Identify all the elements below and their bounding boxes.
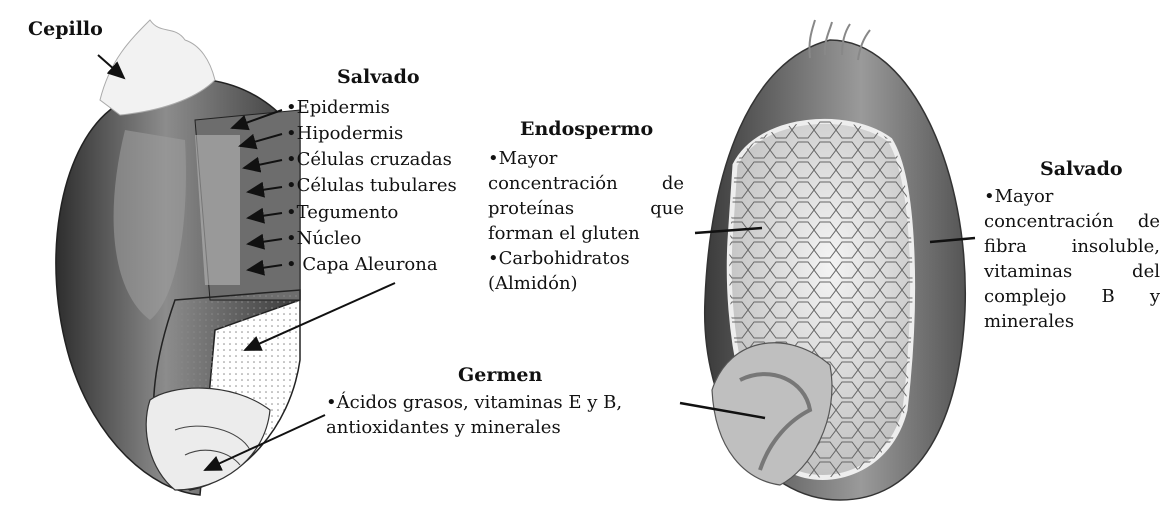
cepillo-label: Cepillo: [28, 18, 103, 40]
layer-celulas-cruzadas: •Células cruzadas: [286, 148, 452, 172]
salvado-line: complejo B y: [984, 284, 1160, 309]
layer-hipodermis: •Hipodermis: [286, 122, 403, 146]
endospermo-line: •Carbohidratos: [488, 246, 684, 271]
layer-tegumento: •Tegumento: [286, 201, 398, 225]
layer-capa-aleurona: • Capa Aleurona: [286, 253, 438, 277]
salvado-line: minerales: [984, 309, 1160, 334]
left-salvado-title: Salvado: [337, 66, 420, 88]
endospermo-line: proteínas que: [488, 196, 684, 221]
salvado-line: concentración de: [984, 209, 1160, 234]
salvado-line: vitaminas del: [984, 259, 1160, 284]
left-germ: [146, 388, 270, 490]
endospermo-line: •Mayor: [488, 146, 684, 171]
germen-line: antioxidantes y minerales: [326, 415, 676, 440]
endospermo-line: (Almidón): [488, 271, 684, 296]
endospermo-line: concentración de: [488, 171, 684, 196]
salvado-line: •Mayor: [984, 184, 1160, 209]
layer-nucleo: •Núcleo: [286, 227, 361, 251]
germen-text: •Ácidos grasos, vitaminas E y B, antioxi…: [326, 390, 676, 440]
germen-line: •Ácidos grasos, vitaminas E y B,: [326, 390, 676, 415]
left-kernel: [56, 20, 300, 495]
salvado-line: fibra insoluble,: [984, 234, 1160, 259]
layer-celulas-tubulares: •Células tubulares: [286, 174, 457, 198]
right-salvado-title: Salvado: [1040, 158, 1123, 180]
endospermo-text: •Mayor concentración de proteínas que fo…: [488, 146, 684, 296]
layer-epidermis: •Epidermis: [286, 96, 390, 120]
endospermo-line: forman el gluten: [488, 221, 684, 246]
right-kernel: [705, 20, 966, 500]
salvado-right-text: •Mayor concentración de fibra insoluble,…: [984, 184, 1160, 334]
endospermo-title: Endospermo: [520, 118, 653, 140]
germen-title: Germen: [458, 364, 542, 386]
